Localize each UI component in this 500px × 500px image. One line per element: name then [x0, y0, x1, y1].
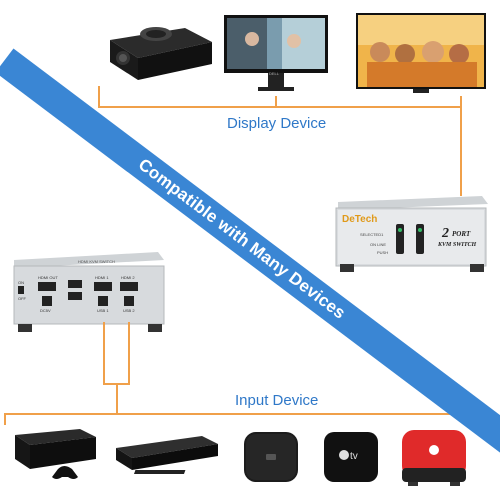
kvm-back-power-off: OFF [18, 296, 26, 301]
mi-box-icon [240, 428, 302, 486]
tv-connector [460, 96, 462, 196]
tv-icon [355, 12, 487, 96]
kvm-back-dc: DC5V [40, 308, 51, 313]
input-device-label: Input Device [235, 392, 319, 409]
kvm-back-power-on: ON [18, 280, 24, 285]
usb1-connector [103, 322, 105, 384]
kvm-back-port-hdmi-2: HDMI 2 [121, 275, 135, 280]
monitor-connector [275, 96, 277, 108]
display-device-label: Display Device [227, 115, 327, 132]
kvm-indicator-3: PUSH [377, 250, 389, 255]
kvm-switch-back: HDMI KVM SWITCH HDMI OUT HDMI 1 HDMI 2 U… [8, 252, 168, 334]
blu-ray-player-icon [110, 430, 220, 480]
apple-tv-icon: tv [320, 428, 382, 486]
kvm-back-title: HDMI KVM SWITCH [78, 259, 115, 264]
kvm-back-port-hdmi-out: HDMI OUT [38, 275, 58, 280]
kvm-back-port-usb-2: USB 2 [123, 308, 135, 313]
monitor-icon: DELL [222, 13, 332, 95]
kvm-back-port-hdmi-1: HDMI 1 [95, 275, 109, 280]
kvm-brand: DeTech [342, 214, 378, 225]
usb-to-bus [116, 383, 118, 415]
ps3-icon [10, 425, 100, 485]
input-connector-bus [4, 413, 466, 415]
kvm-model-number: 2 [442, 226, 449, 241]
red-media-box-icon [398, 426, 470, 488]
monitor-brand: DELL [269, 71, 280, 76]
usb2-connector [128, 322, 130, 384]
kvm-back-port-usb-1: USB 1 [97, 308, 109, 313]
input-left-edge [4, 413, 6, 425]
display-connector-bus [98, 106, 460, 108]
svg-text:tv: tv [350, 451, 358, 462]
projector-connector [98, 86, 100, 108]
projector-icon [100, 20, 215, 82]
kvm-model-port: PORT [452, 230, 471, 238]
kvm-subtitle: KVM SWITCH [438, 242, 477, 248]
kvm-indicator-1: SELECTED1 [360, 232, 384, 237]
kvm-switch-front: DeTech SELECTED1 ON LINE PUSH 2 PORT KVM… [330, 196, 490, 276]
kvm-indicator-2: ON LINE [370, 242, 387, 247]
